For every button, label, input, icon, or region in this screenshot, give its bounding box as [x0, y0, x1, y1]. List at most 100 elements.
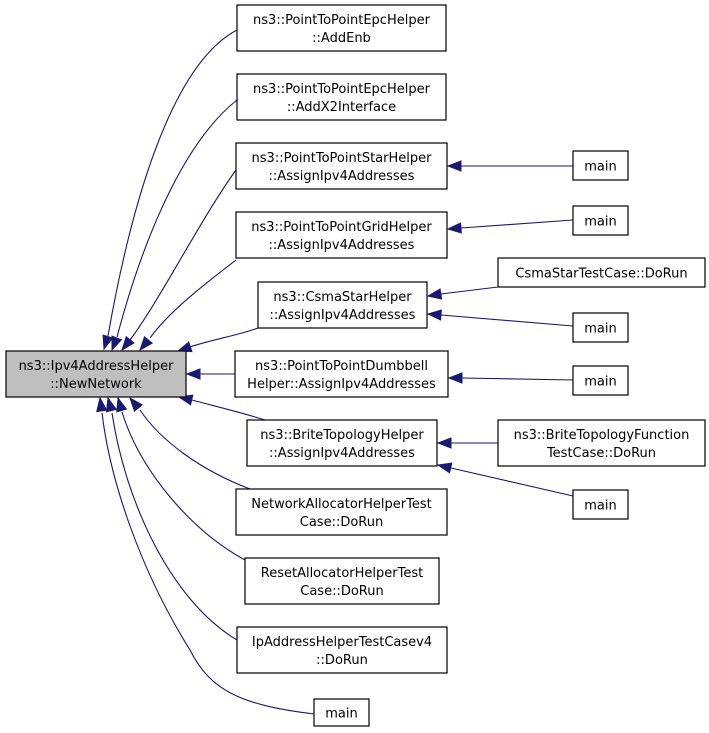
node-label-line: main	[325, 707, 357, 722]
node-label-line: ::AssignIpv4Addresses	[269, 446, 415, 461]
node-star[interactable]: ns3::PointToPointStarHelper::AssignIpv4A…	[235, 142, 448, 190]
edge-csmatest-csma-line	[440, 286, 499, 295]
node-box	[236, 626, 448, 674]
edge-netalloc-root	[129, 396, 251, 490]
node-dumbbell[interactable]: ns3::PointToPointDumbbellHelper::AssignI…	[234, 350, 449, 398]
node-main-grid[interactable]: main	[572, 205, 629, 236]
node-label-line: ns3::PointToPointEpcHelper	[253, 82, 431, 97]
node-label-line: ::DoRun	[316, 653, 368, 668]
node-addx2[interactable]: ns3::PointToPointEpcHelper::AddX2Interfa…	[236, 73, 447, 121]
edge-csmatest-csma-arrowhead	[426, 288, 443, 300]
node-csma-test[interactable]: CsmaStarTestCase::DoRun	[497, 257, 706, 288]
node-label-line: ::AddEnb	[312, 31, 371, 46]
edge-mainbrite-brite-line	[450, 467, 574, 497]
edge-maingrid-grid	[446, 219, 574, 234]
node-brite[interactable]: ns3::BriteTopologyHelper::AssignIpv4Addr…	[246, 419, 438, 467]
edge-resetalloc-root	[116, 396, 246, 561]
edge-maindumbbell-dumbbell	[447, 372, 574, 384]
graph-edges	[96, 29, 574, 715]
node-box	[497, 419, 706, 467]
node-label-line: CsmaStarTestCase::DoRun	[515, 267, 687, 282]
node-box	[234, 350, 449, 398]
node-main-dumbbell[interactable]: main	[572, 365, 629, 396]
edge-mainroot-root	[96, 396, 315, 715]
node-brite-test[interactable]: ns3::BriteTopologyFunctionTestCase::DoRu…	[497, 419, 706, 467]
node-box	[572, 205, 629, 236]
node-label-line: ResetAllocatorHelperTest	[261, 566, 423, 581]
edge-maingrid-grid-arrowhead	[446, 222, 462, 234]
node-main-star[interactable]: main	[572, 150, 629, 181]
edge-mainbrite-brite	[436, 462, 574, 497]
node-root[interactable]: ns3::Ipv4AddressHelper::NewNetwork	[5, 350, 187, 398]
node-main-csma[interactable]: main	[572, 312, 629, 343]
edge-resetalloc-root-arrowhead	[116, 396, 128, 413]
node-label-line: ::AddX2Interface	[287, 100, 396, 115]
node-box	[572, 365, 629, 396]
edge-ipaddr-root	[105, 396, 238, 641]
node-addenb[interactable]: ns3::PointToPointEpcHelper::AddEnb	[236, 4, 447, 52]
edge-addenb-root	[102, 29, 238, 351]
node-label-line: ns3::BriteTopologyHelper	[260, 428, 424, 443]
edge-dumbbell-root-arrowhead	[185, 368, 201, 380]
edge-addx2-root	[111, 99, 238, 352]
edge-star-root	[121, 169, 237, 352]
edge-csmatest-csma	[426, 286, 499, 300]
edge-grid-root-arrowhead	[139, 335, 154, 352]
edge-star-root-line	[129, 169, 237, 341]
node-box	[236, 4, 447, 52]
node-box	[235, 488, 448, 536]
node-grid[interactable]: ns3::PointToPointGridHelper::AssignIpv4A…	[235, 211, 448, 259]
edge-maincsma-csma	[426, 309, 574, 327]
node-label-line: ::AssignIpv4Addresses	[270, 308, 416, 323]
node-box	[246, 419, 438, 467]
edge-addenb-root-arrowhead	[102, 334, 114, 351]
edge-britetest-brite	[436, 437, 498, 449]
node-label-line: NetworkAllocatorHelperTest	[251, 497, 431, 512]
node-label-line: ns3::PointToPointDumbbell	[255, 359, 428, 374]
edge-mainstar-star	[446, 160, 573, 172]
edge-maindumbbell-dumbbell-arrowhead	[447, 372, 463, 384]
node-label-line: ns3::CsmaStarHelper	[273, 290, 412, 305]
node-box	[497, 257, 706, 288]
edge-brite-root	[177, 394, 266, 421]
edge-addx2-root-arrowhead	[111, 335, 123, 352]
node-main-brite[interactable]: main	[572, 489, 629, 520]
node-label-line: main	[584, 375, 616, 390]
edge-dumbbell-root	[185, 368, 235, 380]
node-box	[5, 350, 187, 398]
edge-ipaddr-root-arrowhead	[105, 396, 118, 413]
node-label-line: ns3::BriteTopologyFunction	[514, 428, 690, 443]
edge-star-root-arrowhead	[121, 335, 135, 352]
edge-maincsma-csma-line	[440, 314, 574, 327]
edge-resetalloc-root-line	[121, 411, 246, 561]
edge-maingrid-grid-line	[460, 219, 574, 229]
node-label-line: TestCase::DoRun	[546, 446, 656, 461]
node-ipaddr[interactable]: IpAddressHelperTestCasev4::DoRun	[236, 626, 448, 674]
node-label-line: main	[584, 160, 616, 175]
edge-netalloc-root-arrowhead	[129, 396, 144, 413]
node-label-line: Case::DoRun	[300, 584, 383, 599]
edge-netalloc-root-line	[139, 409, 251, 490]
edge-addenb-root-line	[107, 29, 238, 337]
node-main-root[interactable]: main	[313, 698, 370, 727]
edge-grid-root	[139, 259, 237, 352]
node-box	[313, 698, 370, 727]
node-csma[interactable]: ns3::CsmaStarHelper::AssignIpv4Addresses	[257, 281, 428, 329]
edge-csma-root-arrowhead	[176, 341, 193, 353]
edge-ipaddr-root-line	[111, 412, 238, 641]
node-label-line: IpAddressHelperTestCasev4	[252, 635, 432, 650]
node-label-line: ::AssignIpv4Addresses	[269, 238, 415, 253]
node-box	[572, 150, 629, 181]
node-box	[235, 211, 448, 259]
node-label-line: ::AssignIpv4Addresses	[269, 169, 415, 184]
node-label-line: ns3::PointToPointEpcHelper	[253, 13, 431, 28]
node-label-line: main	[584, 322, 616, 337]
edge-britetest-brite-arrowhead	[436, 437, 452, 449]
node-box	[257, 281, 428, 329]
edge-mainroot-root-line	[101, 412, 315, 715]
edge-maincsma-csma-arrowhead	[426, 309, 442, 321]
node-box	[235, 142, 448, 190]
